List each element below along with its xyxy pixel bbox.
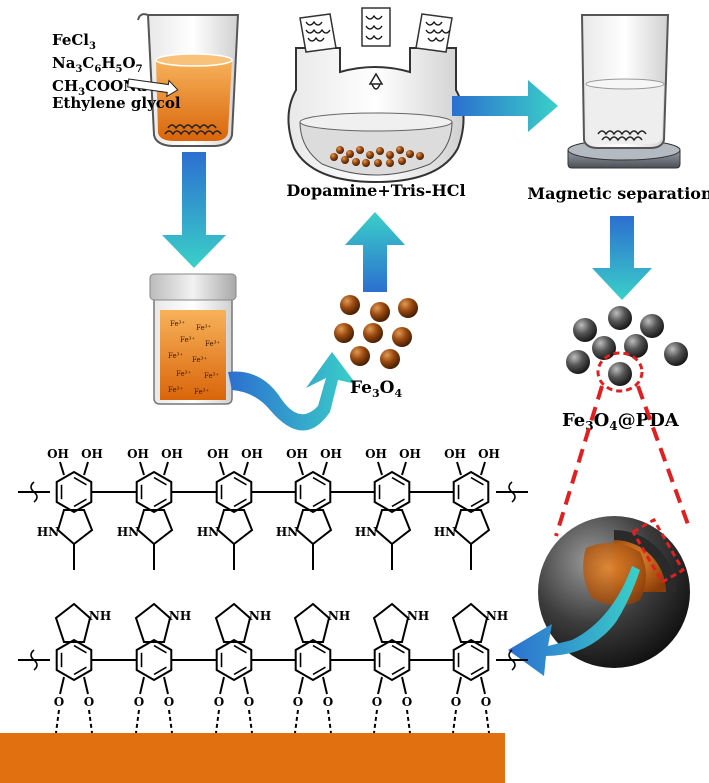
zoom-line-left xyxy=(554,385,604,537)
svg-text:Fe³⁺: Fe³⁺ xyxy=(168,352,183,360)
chain-end-icon xyxy=(508,649,516,671)
oxygen-label: O xyxy=(451,695,461,709)
amine-label: NH xyxy=(407,609,429,623)
amine-label: NH xyxy=(328,609,350,623)
repeat-unit: OH OH HN NH O O xyxy=(276,447,375,734)
svg-text:Fe³⁺: Fe³⁺ xyxy=(204,372,219,380)
amine-label: HN xyxy=(117,525,139,539)
zoom-highlight-circle xyxy=(596,351,644,393)
oxygen-label: O xyxy=(481,695,491,709)
amine-label: HN xyxy=(434,525,456,539)
hydroxyl-label: OH xyxy=(207,447,229,461)
oxygen-label: O xyxy=(372,695,382,709)
hydroxyl-label: OH xyxy=(286,447,308,461)
reagent-ethylene-glycol: Ethylene glycol xyxy=(52,94,181,112)
arrow-right-1 xyxy=(452,80,558,132)
arrow-up-1 xyxy=(345,212,405,292)
shell-zoom-box xyxy=(631,517,685,585)
label-fe3o4: Fe3O4 xyxy=(350,378,402,400)
oxygen-label: O xyxy=(244,695,254,709)
reaction-beaker xyxy=(137,13,240,147)
arrow-down-2 xyxy=(592,216,652,300)
fe3o4-particles xyxy=(334,295,418,369)
svg-text:Fe³⁺: Fe³⁺ xyxy=(168,386,183,394)
amine-label: NH xyxy=(249,609,271,623)
hydroxyl-label: OH xyxy=(161,447,183,461)
amine-label: HN xyxy=(355,525,377,539)
fe3o4-pda-particles xyxy=(566,306,688,386)
hydroxyl-label: OH xyxy=(47,447,69,461)
hydroxyl-label: OH xyxy=(444,447,466,461)
hydroxyl-label: OH xyxy=(478,447,500,461)
repeat-unit: OH OH HN NH O O xyxy=(434,447,508,734)
svg-text:Fe³⁺: Fe³⁺ xyxy=(176,370,191,378)
hydroxyl-label: OH xyxy=(127,447,149,461)
reagent-sodium-citrate: Na3C6H5O7 xyxy=(52,54,143,75)
chain-end-icon xyxy=(508,481,516,503)
arrow-down-1 xyxy=(162,152,226,268)
oxygen-label: O xyxy=(323,695,333,709)
label-fe3o4-pda: Fe3O4@PDA xyxy=(562,410,680,433)
label-dopamine-tris: Dopamine+Tris-HCl xyxy=(286,181,465,200)
oxygen-label: O xyxy=(293,695,303,709)
amine-label: NH xyxy=(486,609,508,623)
repeat-unit: OH OH HN NH O O xyxy=(197,447,296,734)
svg-text:Fe³⁺: Fe³⁺ xyxy=(192,356,207,364)
oxygen-label: O xyxy=(214,695,224,709)
zoom-line-right xyxy=(636,385,692,531)
amine-label: HN xyxy=(276,525,298,539)
oxygen-label: O xyxy=(164,695,174,709)
three-neck-flask xyxy=(287,7,465,184)
amine-label: NH xyxy=(169,609,191,623)
autoclave-jar: Fe³⁺Fe³⁺ Fe³⁺Fe³⁺ Fe³⁺Fe³⁺ Fe³⁺Fe³⁺ Fe³⁺… xyxy=(149,273,237,405)
oxygen-label: O xyxy=(134,695,144,709)
oxygen-label: O xyxy=(84,695,94,709)
repeat-unit: OH OH HN NH O O xyxy=(37,447,137,734)
amine-label: HN xyxy=(197,525,219,539)
hydroxyl-label: OH xyxy=(241,447,263,461)
label-magnetic-separation: Magnetic separation xyxy=(527,184,709,203)
chain-end-icon xyxy=(30,481,38,503)
chain-end-icon xyxy=(30,649,38,671)
amine-label: HN xyxy=(37,525,59,539)
substrate xyxy=(0,733,505,783)
arrow-curve-2 xyxy=(508,566,640,676)
pointer-arrow-icon xyxy=(127,78,179,98)
repeat-unit: OH OH HN NH O O xyxy=(355,447,454,734)
oxygen-label: O xyxy=(402,695,412,709)
arrow-curve-1 xyxy=(228,352,356,431)
svg-text:Fe³⁺: Fe³⁺ xyxy=(180,336,195,344)
amine-label: NH xyxy=(89,609,111,623)
repeat-unit: OH OH HN NH O O xyxy=(117,447,217,734)
fe-ion-markers: Fe³⁺Fe³⁺ Fe³⁺Fe³⁺ Fe³⁺Fe³⁺ Fe³⁺Fe³⁺ Fe³⁺… xyxy=(168,320,220,396)
reagent-fecl3: FeCl3 xyxy=(52,31,96,52)
svg-text:Fe³⁺: Fe³⁺ xyxy=(170,320,185,328)
magnetic-separation-setup xyxy=(567,14,681,169)
hydroxyl-label: OH xyxy=(399,447,421,461)
hydroxyl-label: OH xyxy=(320,447,342,461)
hydroxyl-label: OH xyxy=(365,447,387,461)
oxygen-label: O xyxy=(54,695,64,709)
hydroxyl-label: OH xyxy=(81,447,103,461)
reagent-list: FeCl3 Na3C6H5O7 CH3COONa Ethylene glycol xyxy=(52,31,181,112)
svg-text:Fe³⁺: Fe³⁺ xyxy=(194,388,209,396)
svg-text:Fe³⁺: Fe³⁺ xyxy=(205,340,220,348)
svg-text:Fe³⁺: Fe³⁺ xyxy=(196,324,211,332)
